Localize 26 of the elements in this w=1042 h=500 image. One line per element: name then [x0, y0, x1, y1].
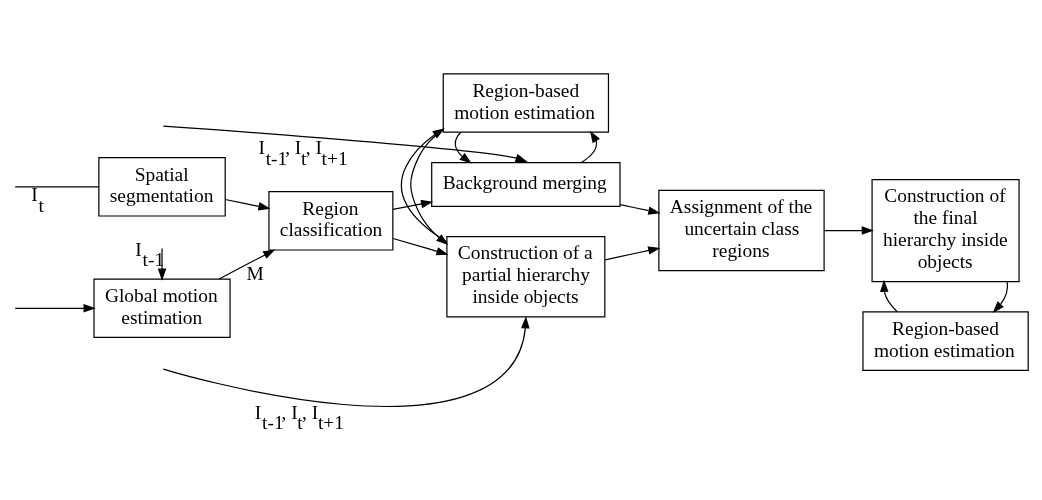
arrow — [392, 199, 434, 210]
arrow — [880, 279, 898, 313]
arrow — [392, 237, 449, 256]
arrow — [14, 304, 96, 313]
node-box: Construction of the final hierarchy inside objects — [871, 178, 1020, 283]
arrow — [580, 130, 600, 164]
arrow — [400, 128, 448, 243]
node-box: Construction of a partial hierarchy inside objects — [446, 236, 606, 318]
node-box: Region classification — [268, 191, 394, 251]
node-box: Spatial segmentation — [98, 157, 226, 217]
arrow — [823, 226, 874, 235]
node-box: Region-based motion estimation — [442, 73, 610, 133]
arrow — [218, 249, 276, 280]
arrow — [604, 246, 661, 261]
connector — [14, 186, 100, 188]
node-box: Assignment of the uncertain class regions — [658, 189, 825, 272]
node-box: Background merging — [431, 161, 621, 207]
node-box: Global motion estimation — [93, 278, 231, 339]
node-box: Region-based motion estimation — [862, 311, 1029, 371]
arrow — [162, 316, 530, 408]
arrow — [992, 281, 1009, 314]
arrow — [162, 125, 528, 162]
arrow — [619, 203, 661, 215]
arrow — [454, 131, 472, 164]
edge-label: M — [246, 263, 264, 285]
arrow — [224, 198, 271, 211]
